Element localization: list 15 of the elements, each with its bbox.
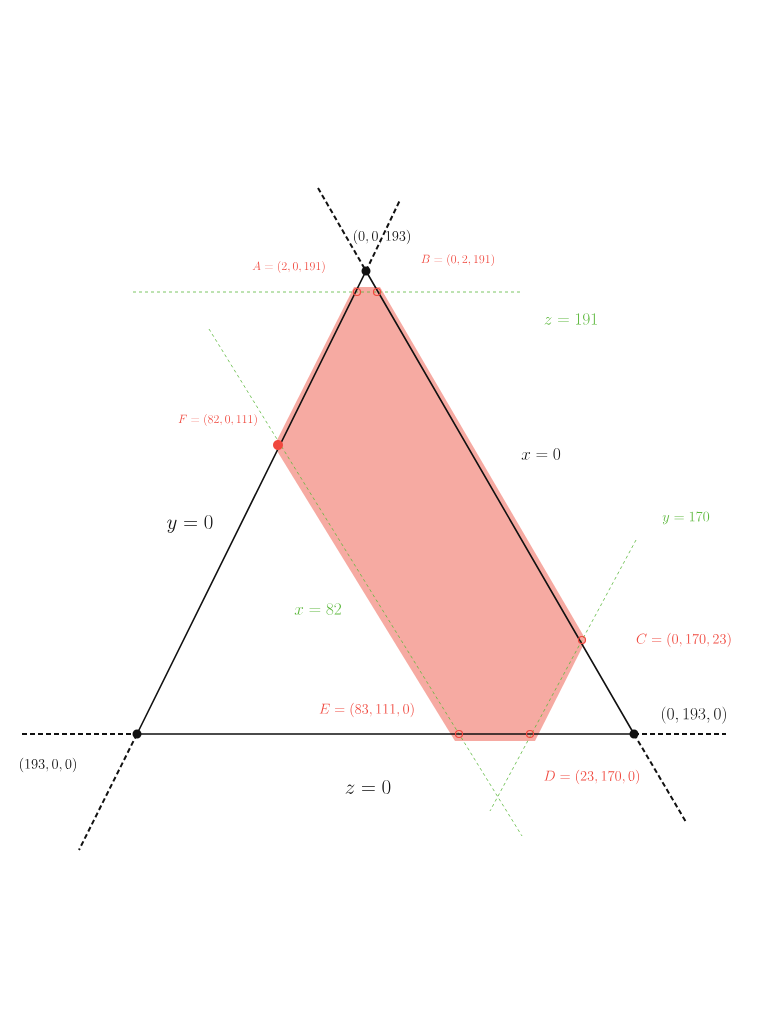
point-label: $F=(82,0,111)$	[178, 414, 257, 426]
line-label: $y=170$	[662, 511, 710, 525]
point-label: $E=(83,111,0)$	[319, 702, 414, 718]
point-label: $z=0$	[345, 780, 391, 794]
point-label: $y=0$	[167, 514, 213, 533]
point-label: $(0,193,0)$	[662, 706, 726, 724]
point-label: $A=(2,0,191)$	[252, 261, 325, 273]
line-label: $x=82$	[294, 603, 341, 615]
line-label: $z=191$	[544, 313, 597, 325]
point-label: $(193,0,0)$	[20, 757, 76, 773]
point-label: $D=(23,170,0)$	[544, 769, 640, 785]
point-label: $x=0$	[521, 448, 561, 460]
point-label: $C=(0,170,23)$	[636, 632, 731, 648]
point-label: $(0,0,193)$	[354, 229, 410, 245]
point-label: $B=(0,2,191)$	[421, 254, 494, 266]
